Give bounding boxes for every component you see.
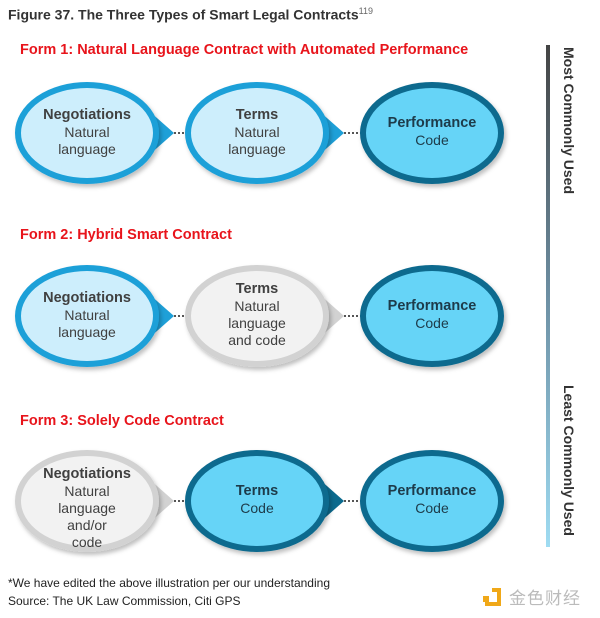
axis-label-most: Most Commonly Used	[561, 47, 577, 195]
figure-title: Figure 37. The Three Types of Smart Lega…	[8, 6, 373, 23]
footnote: *We have edited the above illustration p…	[8, 576, 330, 590]
source: Source: The UK Law Commission, Citi GPS	[8, 594, 241, 608]
node-title: Terms	[235, 483, 279, 499]
node-title: Negotiations	[43, 466, 131, 482]
node-title: Performance	[387, 115, 477, 131]
node-body: Code	[415, 315, 449, 331]
watermark-logo-icon	[483, 587, 501, 606]
node-body: Code	[240, 500, 274, 516]
node-title: Performance	[387, 298, 477, 314]
form-2-heading: Form 2: Hybrid Smart Contract	[20, 227, 232, 243]
node-body: Natural language	[58, 306, 116, 340]
node-body: Natural language and/or code	[58, 483, 116, 550]
negotiations-ellipse	[15, 450, 159, 552]
node-body: Natural language and code	[228, 298, 286, 348]
watermark: 金色财经	[483, 584, 581, 609]
terms-ellipse	[185, 450, 329, 552]
node-title: Terms	[235, 281, 279, 297]
axis-label-least: Least Commonly Used	[561, 385, 577, 536]
node-title: Terms	[235, 106, 279, 123]
performance-ellipse	[360, 265, 504, 367]
node-title: Performance	[387, 483, 477, 499]
performance-ellipse	[360, 450, 504, 552]
footnote-ref: 119	[358, 6, 373, 16]
node-body: Code	[415, 132, 449, 148]
node-body: Natural language	[58, 123, 116, 157]
form-1-heading: Form 1: Natural Language Contract with A…	[20, 42, 469, 58]
watermark-text: 金色财经	[509, 589, 581, 608]
terms-ellipse	[185, 82, 329, 184]
usage-axis-bar	[546, 45, 550, 547]
node-title: Negotiations	[43, 289, 131, 306]
node-body: Code	[415, 500, 449, 516]
form-3-heading: Form 3: Solely Code Contract	[20, 413, 224, 429]
terms-ellipse	[185, 265, 329, 367]
negotiations-ellipse	[15, 265, 159, 367]
node-body: Natural language	[228, 123, 286, 157]
performance-ellipse	[360, 82, 504, 184]
node-title: Negotiations	[43, 106, 131, 123]
negotiations-ellipse	[15, 82, 159, 184]
